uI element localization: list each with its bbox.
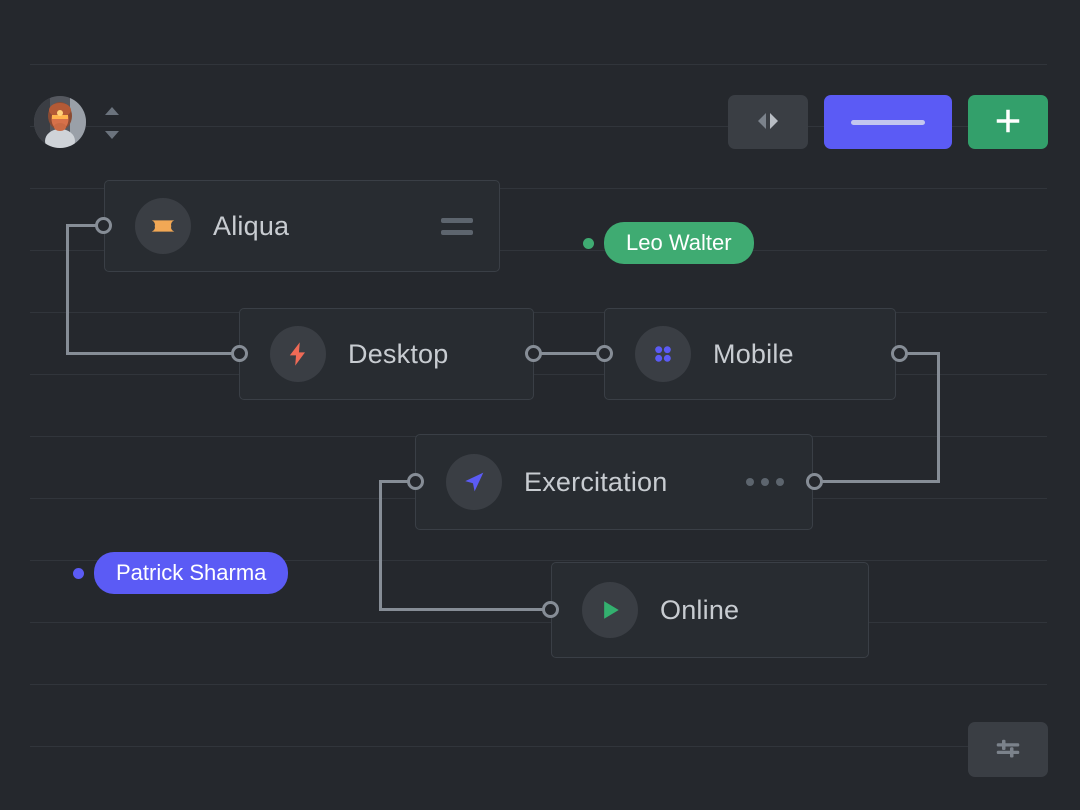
navigation-arrow-icon <box>446 454 502 510</box>
port-exercitation-right[interactable] <box>806 473 823 490</box>
plus-icon <box>993 106 1023 139</box>
port-desktop-left[interactable] <box>231 345 248 362</box>
port-online-left[interactable] <box>542 601 559 618</box>
wire-mobile-to-exercitation-bottom <box>818 480 940 483</box>
sort-stepper[interactable] <box>103 107 121 139</box>
play-icon <box>582 582 638 638</box>
grid-line <box>30 746 1047 747</box>
wire-aliqua-to-desktop-bottom <box>66 352 238 355</box>
wire-mobile-to-exercitation-top <box>903 352 940 355</box>
port-mobile-right[interactable] <box>891 345 908 362</box>
grid-line <box>30 560 1047 561</box>
arrows-horizontal-icon <box>753 110 783 135</box>
wire-exercitation-to-online-top <box>379 480 415 483</box>
node-online[interactable]: Online <box>551 562 869 658</box>
user-avatar[interactable] <box>34 96 86 148</box>
chevron-down-icon[interactable] <box>105 131 119 139</box>
node-aliqua[interactable]: Aliqua <box>104 180 500 272</box>
port-mobile-left[interactable] <box>596 345 613 362</box>
chevron-up-icon[interactable] <box>105 107 119 115</box>
grid-line <box>30 126 1047 127</box>
port-desktop-right[interactable] <box>525 345 542 362</box>
pill-dot-leo-walter <box>583 238 594 249</box>
port-aliqua-left[interactable] <box>95 217 112 234</box>
sliders-icon <box>993 733 1023 766</box>
pill-label: Patrick Sharma <box>116 560 267 585</box>
grid-line <box>30 250 1047 251</box>
node-label: Desktop <box>348 338 449 369</box>
wire-aliqua-to-desktop-top <box>66 224 102 227</box>
grid-line <box>30 188 1047 189</box>
node-mobile[interactable]: Mobile <box>604 308 896 400</box>
ticket-icon <box>135 198 191 254</box>
pill-leo-walter[interactable]: Leo Walter <box>604 222 754 264</box>
dots-icon[interactable] <box>746 478 784 486</box>
node-label: Exercitation <box>524 466 668 497</box>
pill-label: Leo Walter <box>626 230 732 255</box>
port-exercitation-left[interactable] <box>407 473 424 490</box>
grid-line <box>30 374 1047 375</box>
pill-dot-patrick-sharma <box>73 568 84 579</box>
grid-dots-icon <box>635 326 691 382</box>
node-label: Mobile <box>713 338 794 369</box>
add-button[interactable] <box>968 95 1048 149</box>
wire-desktop-to-mobile <box>538 352 600 355</box>
dash-icon <box>851 119 925 125</box>
hamburger-icon[interactable] <box>441 217 473 235</box>
node-label: Online <box>660 594 740 625</box>
resize-horizontal-button[interactable] <box>728 95 808 149</box>
grid-line <box>30 64 1047 65</box>
grid-line <box>30 622 1047 623</box>
wire-exercitation-to-online-bottom <box>379 608 551 611</box>
wire-mobile-to-exercitation-vert <box>937 352 940 483</box>
settings-sliders-button[interactable] <box>968 722 1048 777</box>
wire-exercitation-to-online-vert <box>379 480 382 611</box>
wire-aliqua-to-desktop-vert <box>66 224 69 355</box>
minimize-button[interactable] <box>824 95 952 149</box>
node-desktop[interactable]: Desktop <box>239 308 534 400</box>
grid-line <box>30 312 1047 313</box>
node-exercitation[interactable]: Exercitation <box>415 434 813 530</box>
bolt-icon <box>270 326 326 382</box>
pill-patrick-sharma[interactable]: Patrick Sharma <box>94 552 289 594</box>
node-label: Aliqua <box>213 210 290 241</box>
grid-line <box>30 684 1047 685</box>
